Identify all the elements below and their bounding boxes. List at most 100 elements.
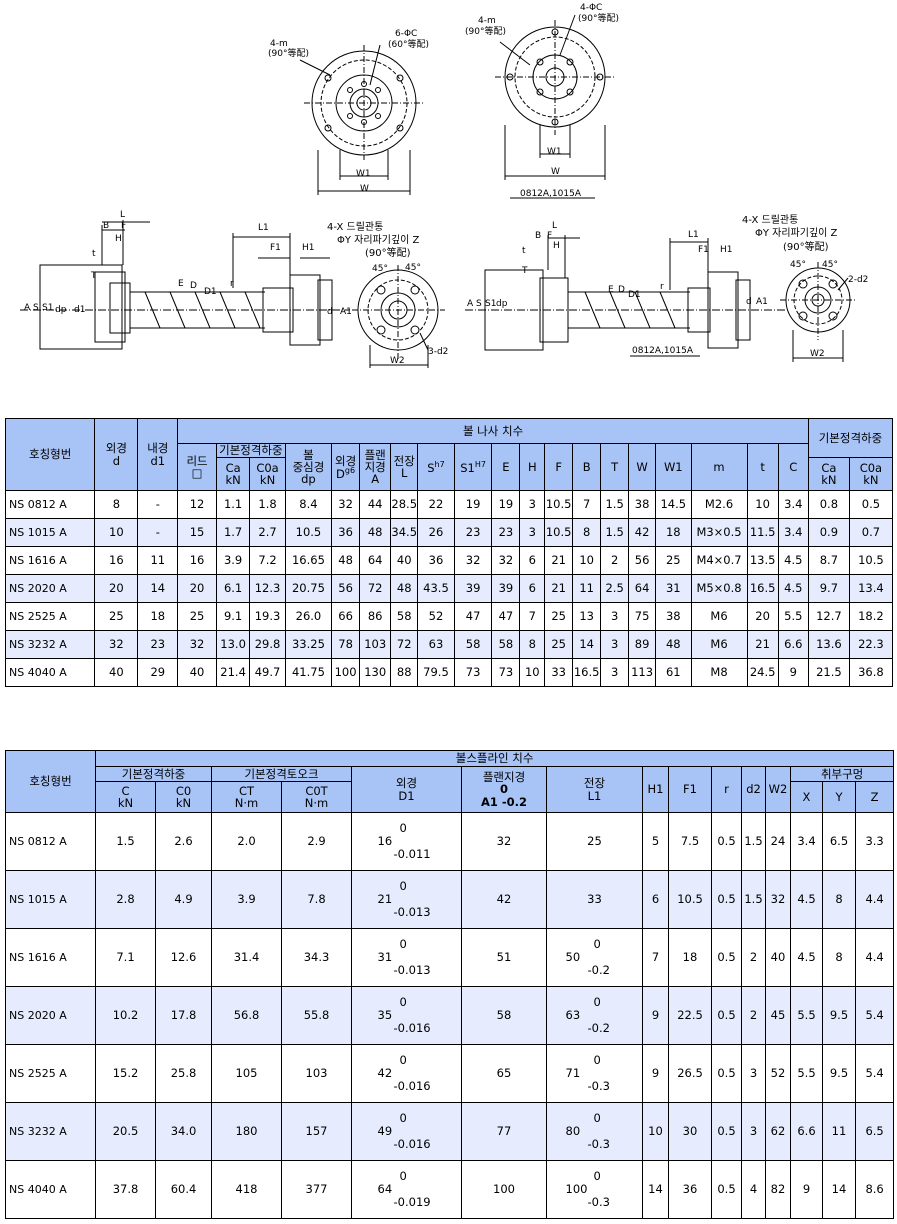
- bl-L1: L1: [258, 223, 269, 233]
- table-cell: 4: [741, 1160, 766, 1219]
- table-cell: 8: [94, 490, 139, 519]
- tol-nominal: 42: [377, 1066, 393, 1081]
- bl-A: A: [24, 303, 31, 313]
- table-cell: 3: [741, 1044, 766, 1103]
- table-cell: 2.7: [249, 518, 286, 547]
- table-cell: 9.5: [822, 986, 856, 1045]
- t1-header-col: t: [746, 443, 779, 491]
- t1-header-col: T: [600, 443, 630, 491]
- table-cell: 39: [491, 574, 521, 603]
- bl-H: H: [115, 234, 122, 244]
- table-cell: 2.5: [600, 574, 630, 603]
- table-cell: 5.4: [854, 986, 895, 1045]
- tol-upper: 0: [593, 995, 601, 1010]
- row-model: NS 0812 A: [4, 490, 96, 519]
- tr-w1-label: W1: [547, 147, 562, 157]
- table-cell: 5.5: [790, 1044, 823, 1103]
- table-cell: 73: [491, 658, 521, 687]
- tol-upper: 0: [399, 879, 407, 894]
- table-cell: 25: [94, 602, 139, 631]
- br-D1: D1: [628, 290, 641, 300]
- bl-angle-a: 45°: [372, 264, 388, 274]
- table-cell: 103: [359, 630, 392, 659]
- table-cell: 72: [390, 630, 419, 659]
- br-x-label: 4-X 드릴관통: [742, 213, 798, 226]
- table-cell: 10: [572, 546, 602, 575]
- t2-header-group: 볼스플라인 치수: [94, 750, 895, 767]
- table-cell: 24: [765, 812, 791, 871]
- tol-nominal: 49: [377, 1124, 393, 1139]
- tl-m-note: (90°等配): [268, 47, 309, 59]
- row-model: NS 2020 A: [4, 574, 96, 603]
- bl-d1: d1: [74, 305, 85, 315]
- tr-caption: 0812A,1015A: [520, 189, 582, 199]
- table-cell: 58: [390, 602, 419, 631]
- t2-header-mount: 취부구멍: [789, 766, 895, 782]
- table-cell: 8: [822, 870, 856, 929]
- table-cell: 7: [642, 928, 669, 987]
- table-cell: 14: [137, 574, 179, 603]
- table-cell: 20.75: [284, 574, 333, 603]
- tol-upper: 0: [399, 821, 407, 836]
- table-cell: 37.8: [95, 1160, 156, 1219]
- table-cell: 1.5: [741, 812, 766, 871]
- tl-w1-label: W1: [356, 169, 371, 179]
- table-cell: 0.5: [711, 1160, 742, 1219]
- row-model: NS 0812 A: [5, 812, 96, 871]
- br-H: H: [553, 241, 560, 251]
- tl-c-label: 6-ΦC: [395, 29, 417, 39]
- br-d: d: [746, 297, 752, 307]
- table-cell: 7.5: [668, 812, 712, 871]
- t2-header-col: d2: [741, 766, 766, 813]
- table-cell: 41.75: [284, 658, 333, 687]
- tl-m-label: 4-m: [270, 39, 288, 49]
- table-cell: 44: [359, 490, 392, 519]
- br-S: S: [476, 299, 482, 309]
- table-cell: 7.1: [95, 928, 156, 987]
- table-cell: 61: [655, 658, 692, 687]
- t1-header-col: W: [628, 443, 657, 491]
- table-cell: 14: [642, 1160, 669, 1219]
- table-cell: 8.7: [807, 546, 850, 575]
- table-cell: 2: [600, 546, 630, 575]
- table-cell: 36: [331, 518, 361, 547]
- table-cell: 39: [453, 574, 493, 603]
- table-cell: -: [137, 518, 179, 547]
- t2-header-y: Y: [822, 781, 856, 813]
- table-cell: 1.1: [215, 490, 251, 519]
- bl-x-label: 4-X 드릴관통: [327, 220, 383, 233]
- t2-header-col: H1: [642, 766, 669, 813]
- table-cell: 77: [461, 1102, 547, 1161]
- table-cell: 2.9: [281, 812, 352, 871]
- table-cell: 4.9: [155, 870, 212, 929]
- bl-B: B: [103, 221, 109, 231]
- table-cell: 78: [331, 630, 361, 659]
- table-cell: 86: [359, 602, 392, 631]
- table-cell: 58: [491, 630, 521, 659]
- table-cell: 58: [461, 986, 547, 1045]
- table-cell: 26.5: [668, 1044, 712, 1103]
- row-model: NS 3232 A: [5, 1102, 96, 1161]
- table-cell: 9.1: [215, 602, 251, 631]
- tol-lower: -0.2: [587, 963, 610, 978]
- table-cell: M4×0.7: [690, 546, 748, 575]
- table-cell: 5.4: [854, 1044, 895, 1103]
- table-cell: 9: [777, 658, 809, 687]
- table-cell: 3: [519, 490, 546, 519]
- table-cell: 6.5: [822, 812, 856, 871]
- row-model: NS 2525 A: [5, 1044, 96, 1103]
- row-model: NS 1616 A: [4, 546, 96, 575]
- table-cell: 16: [177, 546, 217, 575]
- table-cell: 48: [390, 574, 419, 603]
- tol-upper: 0: [593, 1169, 601, 1184]
- table-cell: 3: [519, 518, 546, 547]
